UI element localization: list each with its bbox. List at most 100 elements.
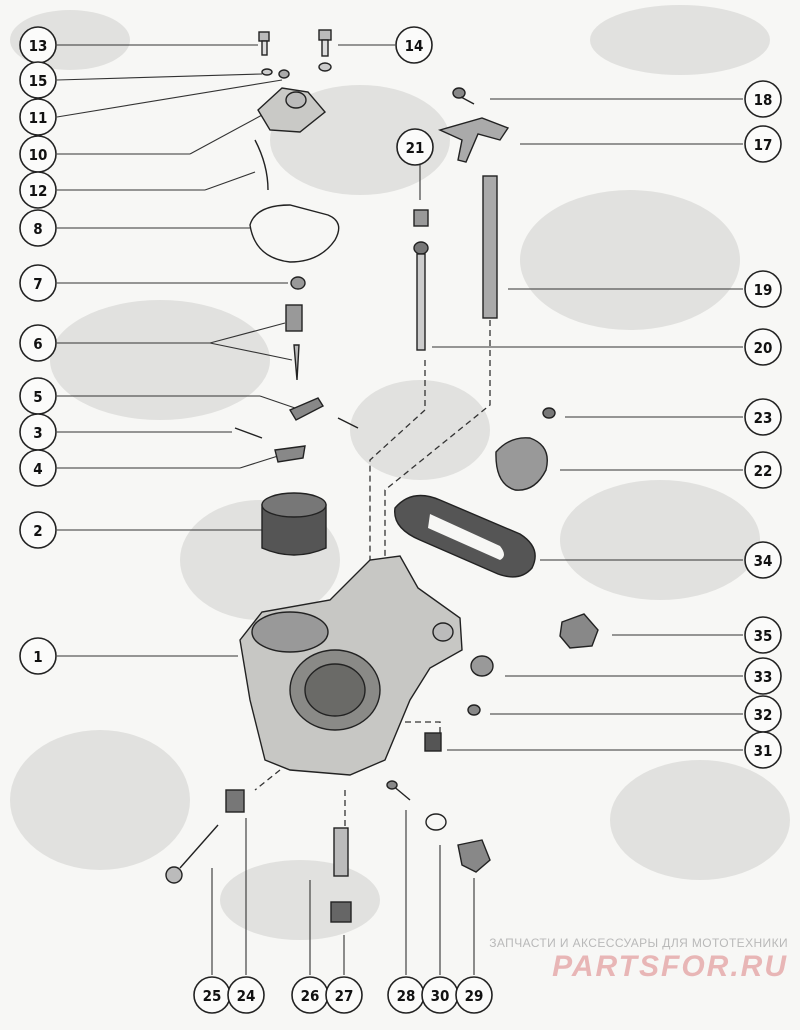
callout-31: 31 <box>744 731 782 769</box>
callout-30: 30 <box>421 976 459 1014</box>
svg-text:19: 19 <box>754 281 773 299</box>
part-gasket-8 <box>249 204 340 263</box>
svg-text:23: 23 <box>754 409 773 427</box>
watermark-logo: PARTSFOR.RU <box>552 950 788 983</box>
callout-17: 17 <box>744 125 782 163</box>
part-float-arm-5 <box>288 397 324 421</box>
svg-text:20: 20 <box>754 339 773 357</box>
part-nozzle-19 <box>482 175 498 319</box>
svg-text:8: 8 <box>33 220 42 238</box>
callout-15: 15 <box>19 61 57 99</box>
part-spring-31 <box>424 732 442 752</box>
part-body-1 <box>239 555 463 776</box>
callout-4: 4 <box>19 449 57 487</box>
part-spring-24 <box>225 789 245 813</box>
callout-6: 6 <box>19 324 57 362</box>
part-tube-20 <box>413 241 429 351</box>
svg-text:2: 2 <box>33 522 42 540</box>
callout-10: 10 <box>19 135 57 173</box>
svg-text:13: 13 <box>29 37 48 55</box>
callout-12: 12 <box>19 171 57 209</box>
callout-21: 21 <box>396 128 434 166</box>
watermark-subtitle: ЗАПЧАСТИ И АКСЕССУАРЫ ДЛЯ МОТОТЕХНИКИ <box>489 936 788 950</box>
callout-20: 20 <box>744 328 782 366</box>
part-plug-29 <box>457 839 491 873</box>
callouts: 13 14 15 11 10 12 8 7 6 5 3 4 2 1 18 17 … <box>19 26 782 1014</box>
svg-text:34: 34 <box>754 552 773 570</box>
callout-5: 5 <box>19 377 57 415</box>
part-disc-33 <box>470 655 494 677</box>
svg-text:29: 29 <box>465 987 484 1005</box>
svg-text:21: 21 <box>406 139 425 157</box>
callout-2: 2 <box>19 511 57 549</box>
part-pin-3 <box>234 427 263 439</box>
svg-text:30: 30 <box>431 987 450 1005</box>
callout-11: 11 <box>19 98 57 136</box>
callout-35: 35 <box>744 616 782 654</box>
part-screw-28 <box>386 780 411 801</box>
callout-24: 24 <box>227 976 265 1014</box>
callout-34: 34 <box>744 541 782 579</box>
callout-29: 29 <box>455 976 493 1014</box>
part-nut-35 <box>559 613 599 649</box>
callout-13: 13 <box>19 26 57 64</box>
svg-text:31: 31 <box>754 742 773 760</box>
callout-19: 19 <box>744 270 782 308</box>
callout-26: 26 <box>291 976 329 1014</box>
background-texture <box>10 5 790 940</box>
svg-text:26: 26 <box>301 987 320 1005</box>
part-nut-7 <box>290 276 306 290</box>
svg-text:18: 18 <box>754 91 773 109</box>
svg-text:4: 4 <box>33 460 42 478</box>
svg-text:17: 17 <box>754 136 773 154</box>
part-screw-14 <box>318 29 332 72</box>
svg-text:11: 11 <box>29 109 48 127</box>
svg-text:33: 33 <box>754 668 773 686</box>
part-screw-32 <box>467 704 481 716</box>
part-plate-22 <box>495 437 548 491</box>
svg-text:22: 22 <box>754 462 773 480</box>
part-plug-27 <box>330 901 352 923</box>
part-screw-13 <box>258 31 270 56</box>
part-needle-25 <box>165 824 219 884</box>
assembly-dash-lines <box>254 320 491 830</box>
part-plug-11 <box>278 69 290 79</box>
part-lever-17 <box>437 117 510 163</box>
svg-text:6: 6 <box>33 335 42 353</box>
callout-33: 33 <box>744 657 782 695</box>
svg-text:27: 27 <box>335 987 354 1005</box>
callout-14: 14 <box>395 26 433 64</box>
part-jet-26 <box>333 827 349 877</box>
part-needle-seat-6 <box>285 304 303 381</box>
part-screw-18 <box>452 87 475 105</box>
callout-28: 28 <box>387 976 425 1014</box>
callout-32: 32 <box>744 695 782 733</box>
part-screw-23 <box>542 407 556 419</box>
svg-text:32: 32 <box>754 706 773 724</box>
part-tube-12 <box>254 139 269 191</box>
leader-lines <box>56 44 743 975</box>
callout-1: 1 <box>19 637 57 675</box>
callout-22: 22 <box>744 451 782 489</box>
svg-text:14: 14 <box>405 37 424 55</box>
svg-text:15: 15 <box>29 72 48 90</box>
part-float-2 <box>261 492 327 556</box>
svg-text:28: 28 <box>397 987 416 1005</box>
svg-text:7: 7 <box>33 275 42 293</box>
svg-text:5: 5 <box>33 388 42 406</box>
part-washer-30 <box>425 813 447 831</box>
svg-text:1: 1 <box>33 648 42 666</box>
callout-18: 18 <box>744 80 782 118</box>
part-washer-15 <box>261 68 273 76</box>
callout-3: 3 <box>19 413 57 451</box>
part-cover-10 <box>257 87 327 133</box>
svg-text:3: 3 <box>33 424 42 442</box>
part-clip-4 <box>274 445 306 463</box>
parts <box>165 29 599 923</box>
callout-7: 7 <box>19 264 57 302</box>
callout-27: 27 <box>325 976 363 1014</box>
callout-25: 25 <box>193 976 231 1014</box>
svg-text:35: 35 <box>754 627 773 645</box>
svg-text:10: 10 <box>29 146 48 164</box>
